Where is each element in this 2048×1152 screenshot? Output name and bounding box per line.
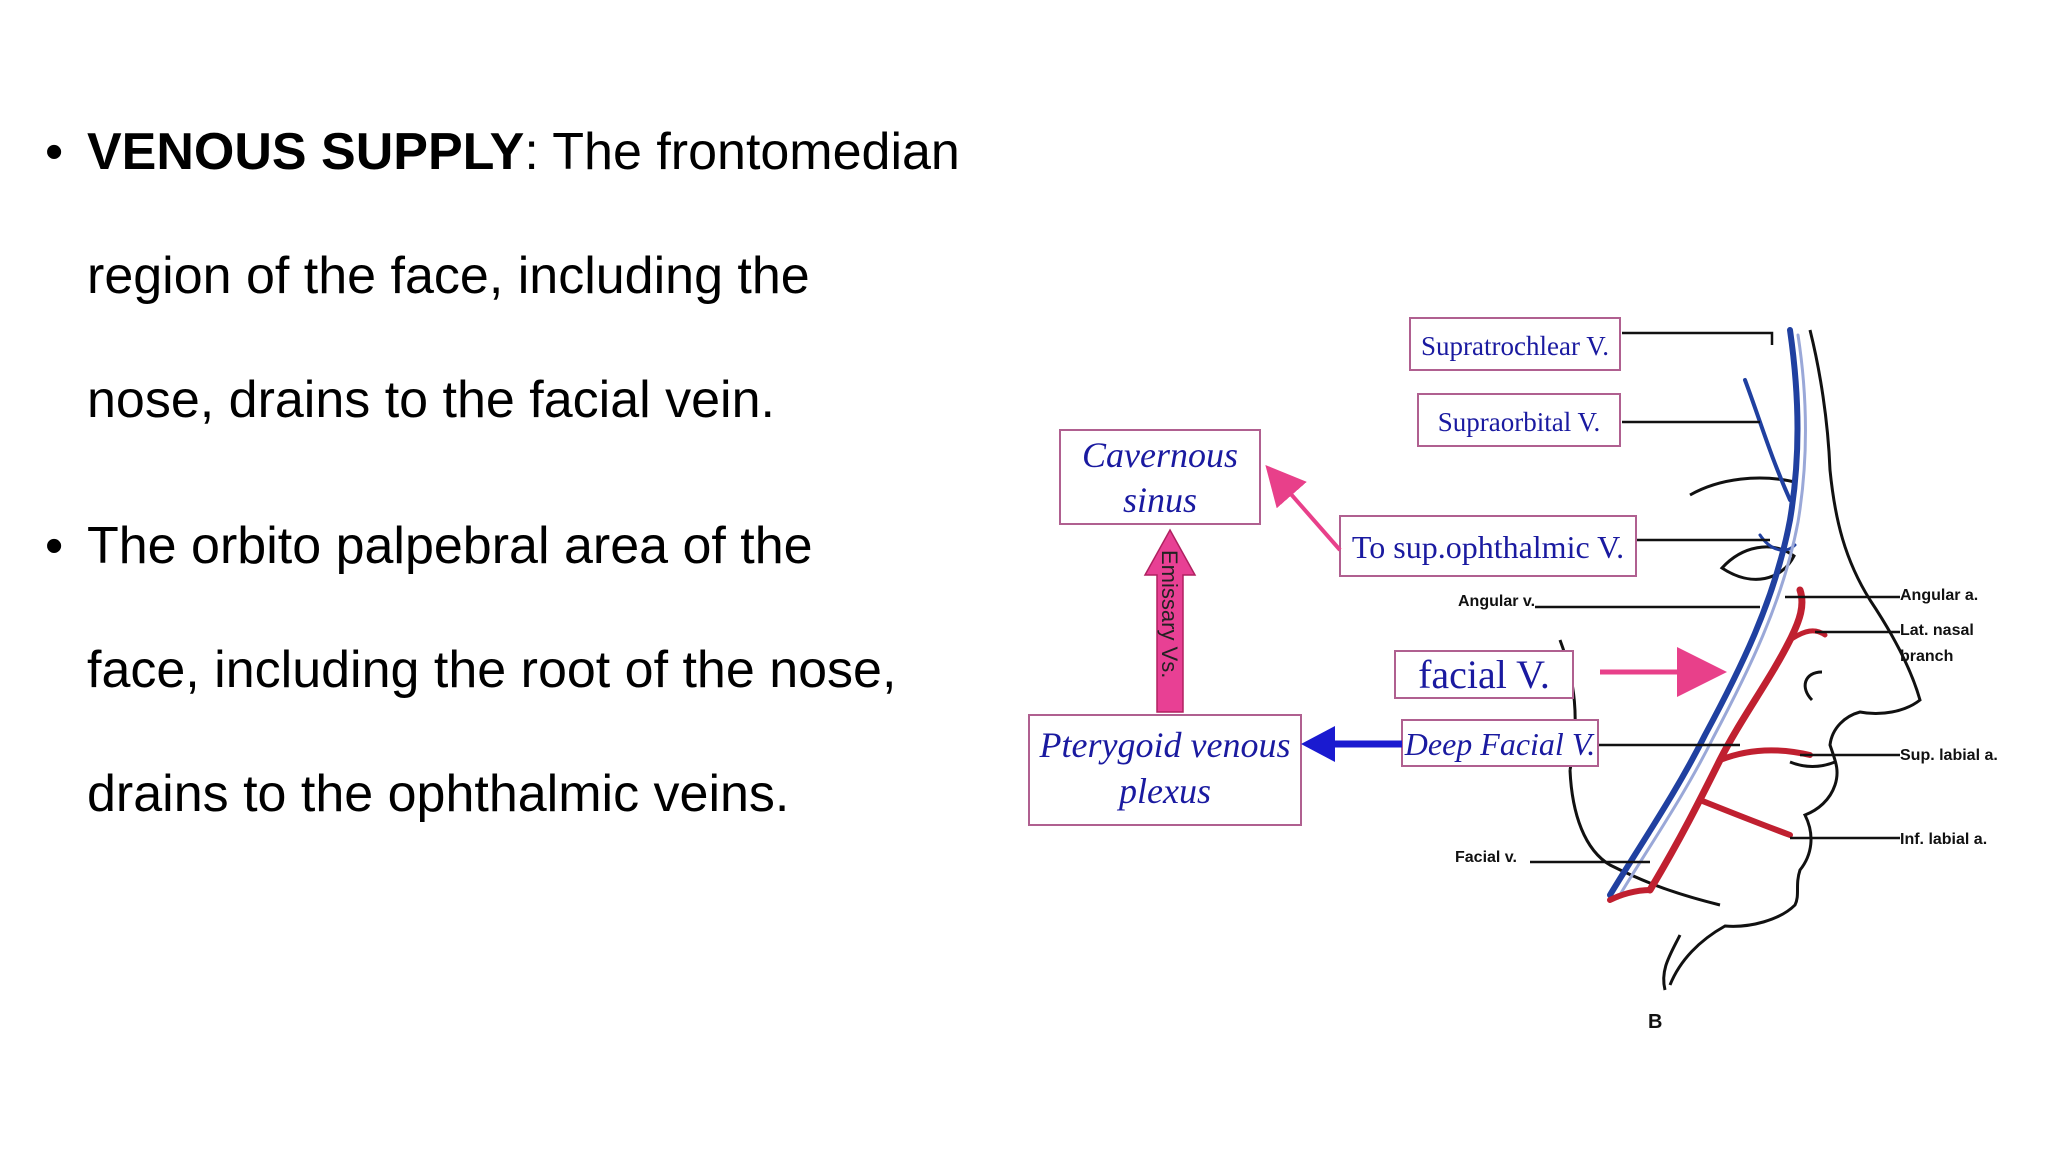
supraorbital-branch: [1743, 378, 1792, 502]
pterygoid-box: [1028, 714, 1302, 826]
facial-v-small-label: Facial v.: [1455, 849, 1517, 866]
artery-network: [1607, 586, 1828, 903]
arrows: [1143, 464, 1727, 762]
pterygoid-label-line2: plexus: [1116, 771, 1211, 811]
label-boxes: [1028, 317, 1637, 826]
pterygoid-label-line1: Pterygoid venous: [1039, 725, 1291, 765]
eye: [1719, 545, 1796, 581]
bullet-text: face, including the root of the nose,: [87, 641, 897, 699]
supraorbital-label: Supraorbital V.: [1438, 407, 1601, 437]
facial-artery: [1646, 586, 1806, 894]
small-labels: Angular v. Facial v. Angular a. Lat. nas…: [1455, 587, 1998, 1033]
cavernous-label-line1: Cavernous: [1082, 435, 1238, 475]
inf-labial-branch: [1697, 797, 1793, 838]
forehead-nose-profile: [1668, 329, 1922, 986]
sup-ophthalmic-box: [1339, 515, 1637, 577]
lat-nasal-branch: [1787, 628, 1828, 643]
supratrochlear-box: [1409, 317, 1621, 371]
pink-arrow-to-cavernous: [1265, 464, 1342, 552]
eyebrow: [1689, 476, 1796, 497]
bullet-text: : The frontomedian: [524, 123, 960, 181]
sup-labial-branch: [1717, 747, 1813, 763]
deep-facial-box: [1401, 719, 1599, 767]
bullet-list: • VENOUS SUPPLY: The frontomedian region…: [45, 90, 1005, 878]
emissary-label: Emissary Vs.: [1157, 550, 1182, 678]
bullet-text: drains to the ophthalmic veins.: [87, 765, 790, 823]
sup-ophthalmic-label: To sup.ophthalmic V.: [1352, 529, 1624, 565]
figure-letter: B: [1648, 1011, 1662, 1033]
supraorbital-box: [1417, 393, 1621, 447]
inf-labial-label: Inf. labial a.: [1900, 831, 1987, 848]
main-facial-vein: [1607, 327, 1801, 898]
facial-v-label: facial V.: [1418, 652, 1550, 697]
facial-vein-diagram: Supratrochlear V. Supraorbital V. Cavern…: [1028, 317, 1998, 1033]
deep-facial-label: Deep Facial V.: [1404, 726, 1595, 762]
bullet-text: The orbito palpebral area of the: [87, 517, 813, 575]
jaw-line: [1568, 769, 1721, 907]
bullet-text: region of the face, including the: [87, 247, 810, 305]
bullet-orbito-palpebral: • The orbito palpebral area of the face,…: [45, 484, 1005, 856]
bullet-text: nose, drains to the facial vein.: [87, 371, 775, 429]
lat-nasal-label-line1: Lat. nasal: [1900, 622, 1974, 639]
blue-arrow-head: [1301, 726, 1335, 762]
facial-v-box: [1394, 650, 1574, 699]
vein-network: [1607, 327, 1807, 900]
emissary-arrow: [1143, 528, 1197, 713]
bullet-dot: •: [45, 123, 64, 181]
facial-artery-lower: [1607, 887, 1653, 903]
nostril: [1803, 670, 1823, 702]
supratrochlear-label: Supratrochlear V.: [1421, 331, 1609, 361]
angular-v-label: Angular v.: [1458, 593, 1535, 610]
sup-labial-label: Sup. labial a.: [1900, 747, 1998, 764]
mouth: [1789, 760, 1836, 768]
bullet-bold-heading: VENOUS SUPPLY: [87, 123, 525, 181]
bullet-venous-supply: • VENOUS SUPPLY: The frontomedian region…: [45, 90, 1005, 462]
leader-lines: [1530, 331, 1900, 864]
bullet-dot: •: [45, 517, 64, 575]
vein-shadow: [1616, 333, 1807, 900]
cavernous-label-line2: sinus: [1123, 480, 1197, 520]
chin-line: [1662, 934, 1682, 991]
cavernous-box: [1059, 429, 1261, 525]
angular-a-label: Angular a.: [1900, 587, 1978, 604]
lat-nasal-label-line2: branch: [1900, 648, 1953, 665]
